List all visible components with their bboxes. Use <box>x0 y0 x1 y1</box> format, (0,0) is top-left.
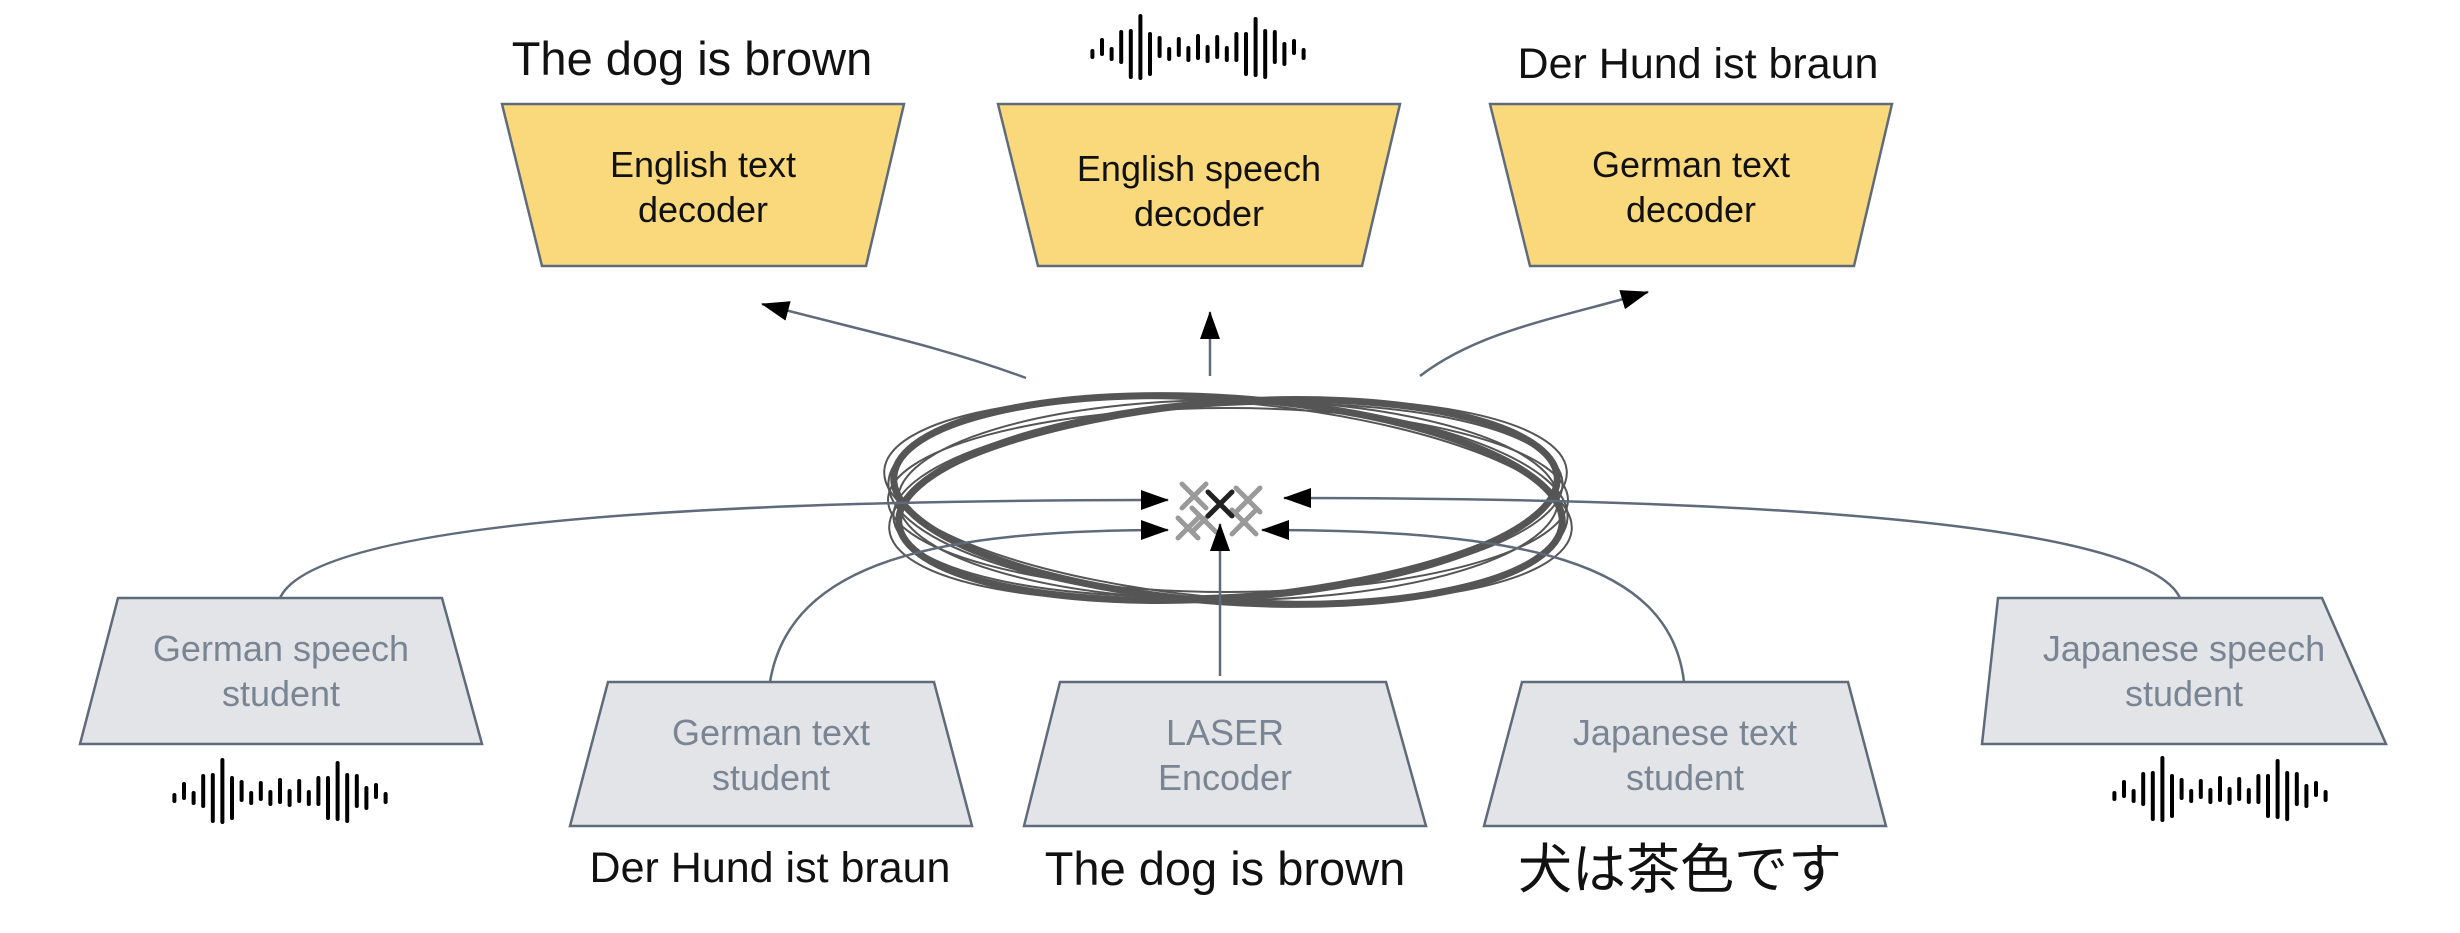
decoder-box-english-text <box>500 102 906 268</box>
student-label-laser: LASER Encoder <box>1062 710 1388 800</box>
decoder-label-german-text: German text decoder <box>1530 142 1852 232</box>
student-label-line1: German speech <box>152 628 410 669</box>
decoder-label-english-text: English text decoder <box>542 142 864 232</box>
decoder-box-english-speech <box>996 102 1402 268</box>
waveform-icon-japanese-speech-input <box>2112 756 2328 822</box>
student-label-line2: student <box>1625 757 1745 798</box>
waveform-icon-english-speech-output <box>1090 14 1306 80</box>
student-box-german-text <box>568 680 974 828</box>
student-label-line2: student <box>221 673 341 714</box>
student-label-line1: Japanese text <box>1572 712 1798 753</box>
student-label-japanese-speech: Japanese speech student <box>2014 626 2354 716</box>
student-label-line2: Encoder <box>1157 757 1293 798</box>
arrow-from-japanese-text-student <box>1261 520 1686 683</box>
student-label-japanese-text: Japanese text student <box>1522 710 1848 800</box>
student-label-german-text: German text student <box>608 710 934 800</box>
student-label-line1: LASER <box>1165 712 1285 753</box>
student-label-line2: student <box>711 757 831 798</box>
decoder-label-line2: decoder <box>637 189 769 230</box>
student-label-line1: Japanese speech <box>2042 628 2326 669</box>
student-box-laser <box>1022 680 1428 828</box>
decoder-label-line2: decoder <box>1133 193 1265 234</box>
decoder-label-english-speech: English speech decoder <box>1038 146 1360 236</box>
student-box-german-speech <box>78 596 484 746</box>
arrow-to-english-text-decoder <box>761 301 1027 380</box>
decoder-label-line1: English text <box>609 144 797 185</box>
decoder-output-english-text: The dog is brown <box>511 32 873 85</box>
student-box-japanese-text <box>1482 680 1888 828</box>
arrow-to-german-text-decoder <box>1419 290 1649 377</box>
decoder-label-line1: English speech <box>1076 148 1322 189</box>
student-input-german-text: Der Hund ist braun <box>589 844 951 892</box>
student-box-japanese-speech <box>1980 596 2388 746</box>
waveform-icon-german-speech-input <box>172 758 388 824</box>
student-label-german-speech: German speech student <box>118 626 444 716</box>
decoder-output-german-text: Der Hund ist braun <box>1517 40 1879 88</box>
decoder-box-german-text <box>1488 102 1894 268</box>
student-input-japanese-text: 犬は茶色です <box>1518 838 1842 901</box>
student-label-line1: German text <box>671 712 871 753</box>
arrow-from-german-speech-student <box>278 490 1169 599</box>
decoder-label-line1: German text <box>1591 144 1791 185</box>
student-label-line2: student <box>2124 673 2244 714</box>
arrow-from-japanese-speech-student <box>1283 488 2182 599</box>
embedding-markers <box>1175 481 1263 541</box>
decoder-label-line2: decoder <box>1625 189 1757 230</box>
student-input-laser: The dog is brown <box>1044 842 1406 895</box>
arrow-from-german-text-student <box>768 520 1169 683</box>
